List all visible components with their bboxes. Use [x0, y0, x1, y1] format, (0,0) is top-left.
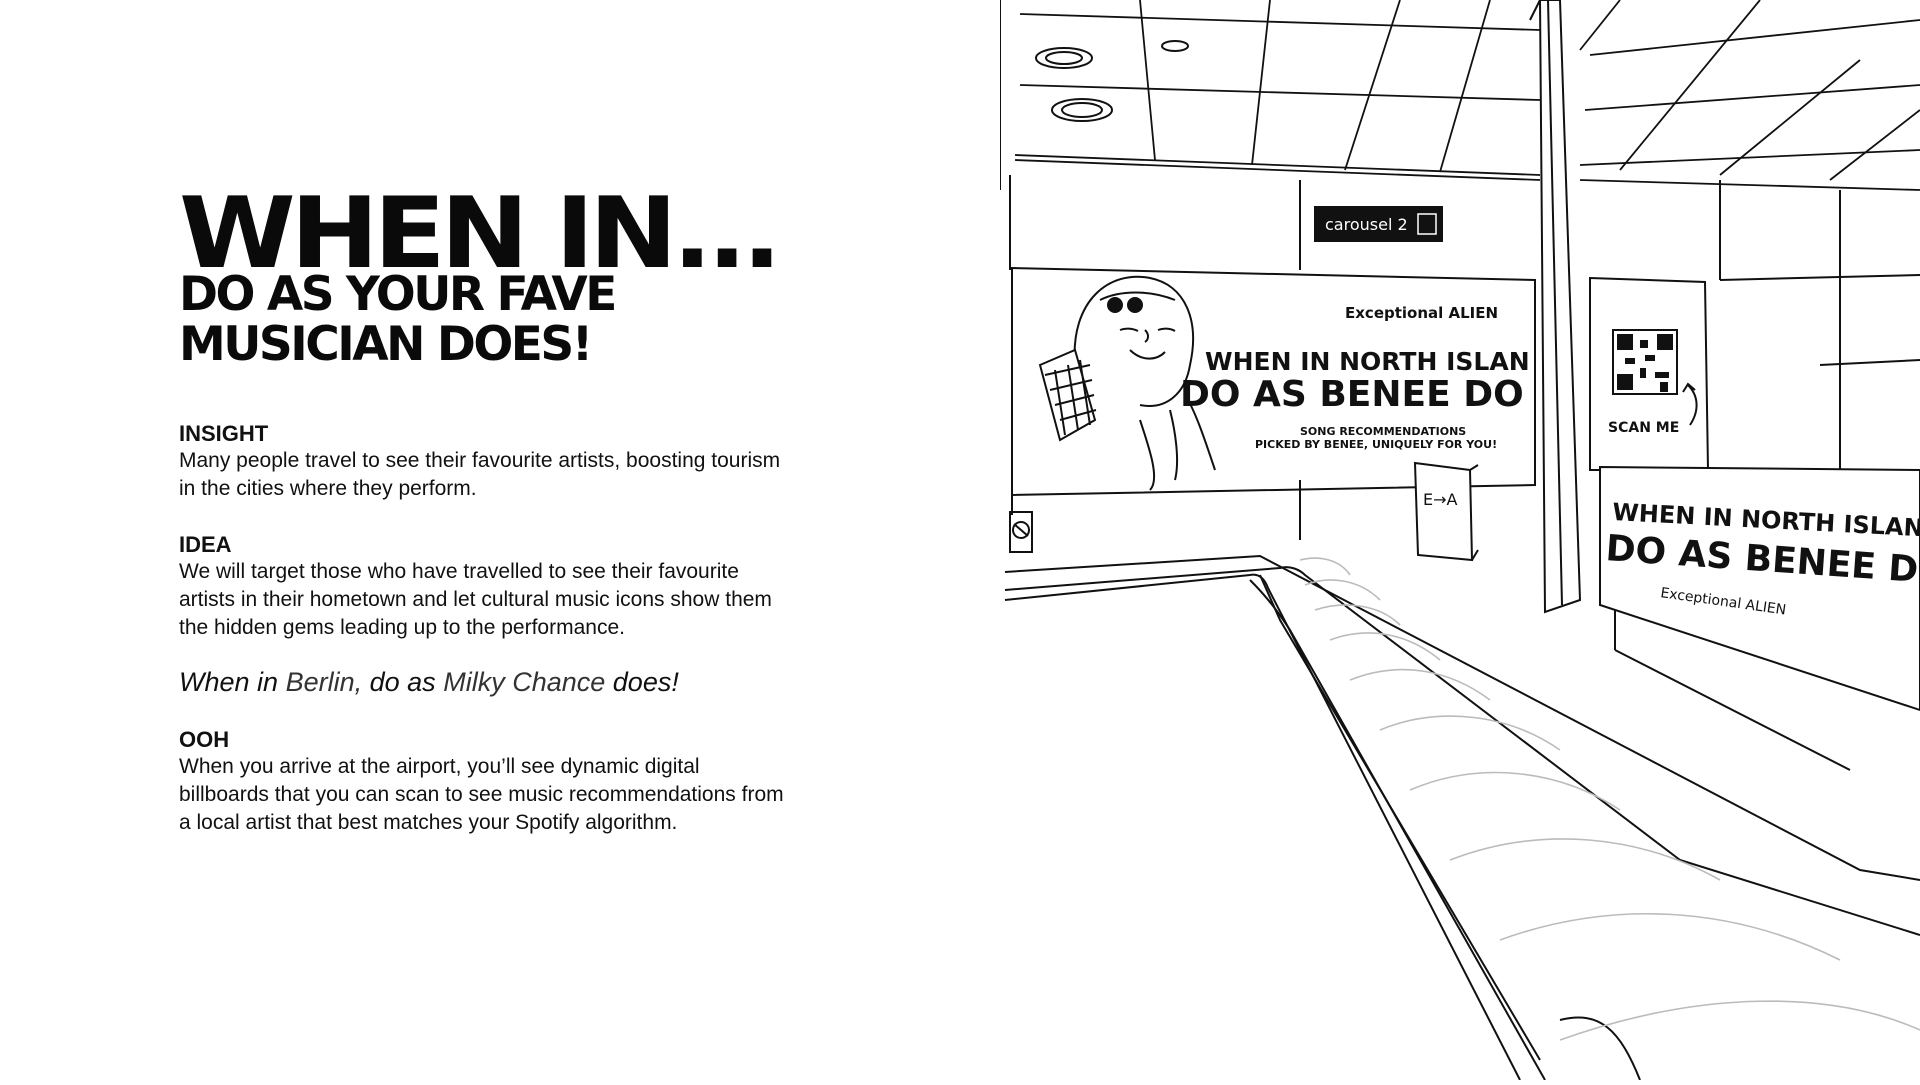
ceiling-light	[1161, 40, 1189, 52]
tagline-part: do as	[369, 667, 436, 697]
tagline-artist: Milky Chance	[443, 667, 606, 697]
ooh-line: When you arrive at the airport, you’ll s…	[179, 755, 700, 778]
ceiling-light	[1051, 98, 1113, 122]
pillar	[1538, 0, 1582, 614]
billboard-line-1: WHEN IN NORTH ISLAN	[1205, 347, 1530, 376]
idea-section: IDEA We will target those who have trave…	[179, 531, 859, 642]
idea-line: We will target those who have travelled …	[179, 560, 739, 583]
ceiling-light	[1045, 51, 1083, 65]
insight-title: INSIGHT	[179, 421, 269, 446]
kiosk	[1599, 465, 1920, 712]
subheadline: DO AS YOUR FAVE MUSICIAN DOES!	[179, 270, 859, 370]
ceiling-light	[1061, 102, 1103, 118]
no-smoking-sign	[1009, 511, 1033, 553]
ooh-line: billboards that you can scan to see musi…	[179, 783, 784, 806]
example-tagline: When in Berlin, do as Milky Chance does!	[179, 666, 859, 698]
ooh-section: OOH When you arrive at the airport, you’…	[179, 726, 859, 837]
ooh-line: a local artist that best matches your Sp…	[179, 811, 678, 834]
direction-sign	[1413, 461, 1474, 562]
ooh-title: OOH	[179, 727, 230, 752]
headline: WHEN IN...	[179, 177, 782, 291]
artist-portrait	[1038, 275, 1216, 491]
scan-me-label: SCAN ME	[1608, 420, 1679, 436]
direction-sign-text: E→A	[1423, 490, 1458, 509]
insight-section: INSIGHT Many people travel to see their …	[179, 420, 859, 503]
idea-line: artists in their hometown and let cultur…	[179, 588, 772, 611]
billboard-small-1: SONG RECOMMENDATIONS	[1300, 425, 1466, 438]
billboard-small-2: PICKED BY BENEE, UNIQUELY FOR YOU!	[1255, 438, 1497, 451]
ceiling-grid	[1014, 0, 1920, 191]
tagline-part: When in	[179, 667, 279, 697]
billboard-brand: Exceptional ALIEN	[1345, 304, 1498, 322]
billboard-line-2: DO AS BENEE DO	[1180, 374, 1524, 415]
airport-scene-drawing: carousel 2 Exceptional ALIEN WHEN IN NOR…	[999, 0, 1920, 1081]
insight-line: Many people travel to see their favourit…	[179, 449, 781, 472]
airport-illustration: carousel 2 Exceptional ALIEN WHEN IN NOR…	[999, 0, 1920, 1081]
carousel-plates	[1299, 557, 1920, 1041]
subhead-line-2: MUSICIAN DOES!	[179, 317, 593, 372]
billboard	[1011, 266, 1536, 497]
tagline-city: Berlin,	[285, 667, 363, 697]
subhead-line-1: DO AS YOUR FAVE	[179, 267, 617, 322]
carousel-sign-text: carousel 2	[1325, 215, 1408, 234]
carousel-sign	[1314, 206, 1443, 242]
arrow-icon	[1682, 382, 1698, 426]
baggage-icon	[1417, 213, 1437, 235]
baggage-carousel	[1004, 554, 1920, 1081]
insight-line: in the cities where they perform.	[179, 477, 477, 500]
idea-title: IDEA	[179, 532, 232, 557]
text-column: WHEN IN... DO AS YOUR FAVE MUSICIAN DOES…	[179, 185, 859, 837]
tagline-part: does!	[612, 667, 679, 697]
ceiling-light	[1035, 47, 1093, 69]
idea-line: the hidden gems leading up to the perfor…	[179, 616, 625, 639]
